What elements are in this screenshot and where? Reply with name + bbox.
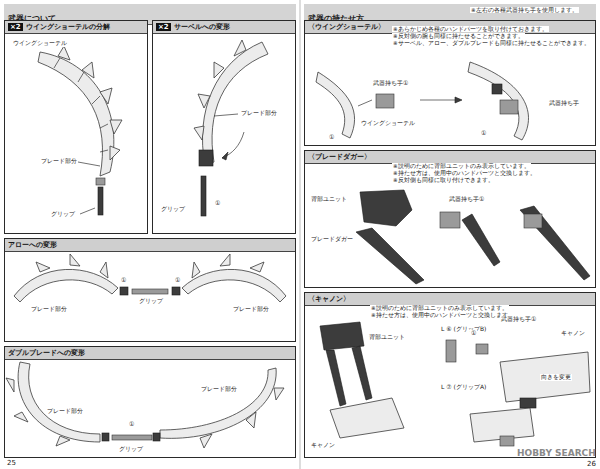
quantity-badge: ×2: [156, 23, 171, 31]
part-label: 向きを変更: [540, 374, 572, 381]
part-label: 背部ユニット: [310, 196, 348, 203]
part-label: ブレード部分: [240, 110, 278, 117]
step-panel: ダブルブレードへの変形: [4, 346, 296, 458]
part-label: L ⑦ (グリップA): [440, 384, 487, 391]
part-label: ブレード部分: [200, 386, 238, 393]
callout-number: ①: [214, 200, 221, 207]
part-label: ブレード部分: [232, 306, 270, 313]
step-panel: アローへの変形: [4, 238, 296, 342]
part-label: ブレードダガー: [310, 236, 354, 243]
part-label: グリップ: [118, 446, 144, 453]
part-label: 武器持ち手①: [448, 196, 485, 203]
part-label: グリップ: [160, 206, 186, 213]
part-label: 武器持ち手①: [372, 80, 409, 87]
part-label: キャノン: [310, 442, 336, 449]
part-label: ウイングショーテル: [12, 40, 68, 47]
heading-text: サーベルへの変形: [174, 23, 230, 31]
callout-number: ①: [480, 130, 487, 137]
panel-header: ×2ウイングショーテルの分解: [5, 21, 147, 34]
part-label: ブレード部分: [40, 158, 78, 165]
part-label: ブレード部分: [46, 408, 84, 415]
part-label: ※説明のために背部ユニットのみ表示しています。: [370, 305, 509, 311]
heading-text: アローへの変形: [8, 241, 57, 249]
part-label: ※説明のために背部ユニットのみ表示しています。: [392, 163, 531, 169]
part-label: ※サーベル、アロー、ダブルブレードも同様に持たせることができます。: [392, 40, 591, 46]
part-label: L ⑥ (グリップB): [440, 326, 487, 333]
part-label: ※持たせ方は、使用中のハンドパーツと交換します。: [370, 312, 515, 318]
heading-text: ダブルブレードへの変形: [8, 349, 85, 357]
quantity-badge: ×2: [8, 23, 23, 31]
part-label: ※反対側の腕も同様に持たせることができます。: [392, 33, 525, 39]
heading-text: 〈ウイングショーテル〉: [308, 23, 385, 31]
part-label: ブレード部分: [30, 306, 68, 313]
step-panel: ×2サーベルへの変形: [152, 20, 296, 234]
part-label: 背部ユニット: [368, 334, 406, 341]
part-label: ウイングショーテル: [360, 120, 416, 127]
callout-number: 26: [586, 460, 597, 468]
callout-number: ①: [470, 330, 477, 337]
part-label: キャノン: [560, 330, 586, 337]
heading-text: ウイングショーテルの分解: [26, 23, 110, 31]
heading-text: 〈ブレードダガー〉: [308, 153, 371, 161]
part-label: 武器持ち手: [548, 100, 580, 107]
panel-header: アローへの変形: [5, 239, 295, 252]
part-label: ※反対側も同様に取り付けできます。: [392, 177, 495, 183]
callout-number: ①: [128, 421, 135, 428]
step-panel: ×2ウイングショーテルの分解: [4, 20, 148, 234]
watermark: HOBBY SEARCH: [516, 448, 597, 458]
callout-number: ①: [328, 134, 335, 141]
part-label: 武器持ち手①: [500, 316, 537, 323]
part-label: グリップ: [138, 298, 164, 305]
panel-header: ダブルブレードへの変形: [5, 347, 295, 360]
panel-header: ×2サーベルへの変形: [153, 21, 295, 34]
part-label: ※持たせ方は、使用中のハンドパーツと交換します。: [392, 170, 537, 176]
callout-number: ①: [174, 277, 181, 284]
callout-number: 25: [6, 459, 17, 467]
part-label: グリップ: [50, 211, 76, 218]
part-label: ※あらかじめ各種のハンドパーツを取り付けておきます。: [392, 26, 549, 32]
heading-text: 〈キャノン〉: [308, 295, 350, 303]
callout-number: ①: [120, 277, 127, 284]
part-label: ※左右の各種武器持ち手を使用します。: [470, 7, 579, 13]
